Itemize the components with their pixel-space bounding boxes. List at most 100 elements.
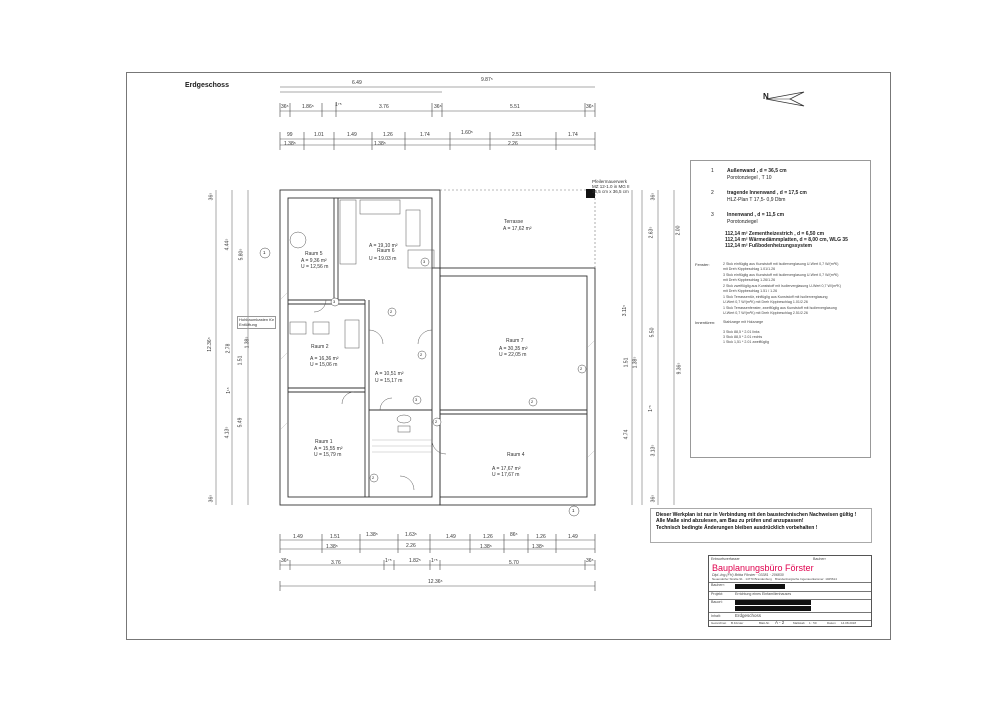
- dim-top-row3: 1.60⁵: [461, 130, 473, 136]
- wall-type-2: 2: [420, 352, 423, 357]
- notice-line-1: Dieser Werkplan ist nur in Verbindung mi…: [656, 512, 857, 518]
- stamp-projekt-label: Projekt:: [711, 592, 724, 596]
- legend-innen-label: Innentüren:: [695, 320, 716, 325]
- legend-innen-line: 3 Stck 88,5 * 2.01 links: [723, 330, 760, 334]
- stamp-gez-label: Gezeichnet: [711, 621, 727, 625]
- redaction-bar: [735, 584, 785, 589]
- room-6-area: A = 19,10 m²: [369, 243, 398, 249]
- dim-bottom-row1: 1.49: [293, 534, 303, 540]
- dim-top-row2: 36⁵: [434, 104, 442, 110]
- room-1-area: A = 15,55 m²: [314, 446, 343, 452]
- dim-bottom-row2: 5.70: [509, 560, 519, 566]
- north-arrow-icon: [765, 91, 805, 107]
- stamp-blatt-label: Blatt-Nr.: [759, 621, 770, 625]
- stamp-datum-label: Datum: [827, 621, 836, 625]
- hwr-note: Hohlraumkasten für Entlüftung: [237, 316, 276, 330]
- dim-bottom-row1: 86⁵: [510, 532, 518, 538]
- dim-bottom-row2: 3.76: [331, 560, 341, 566]
- dim-top-row2: 5.51: [510, 104, 520, 110]
- dim-top-row4: 1.38⁵: [374, 141, 386, 147]
- legend-fenster-line: mit Dreh Kippbeschlag 1.51 / 1.26: [723, 289, 778, 293]
- stamp-projekt: Errichtung eines Einfamilienhauses: [735, 592, 792, 596]
- legend-floor-3: 112,14 m² Fußbodenheizungssystem: [725, 243, 812, 249]
- room-2-area: A = 16,36 m²: [310, 356, 339, 362]
- room-4-area: A = 17,67 m²: [492, 466, 521, 472]
- dim-bottom-row1: 1.49: [446, 534, 456, 540]
- dim-bottom-row1: 1.51: [330, 534, 340, 540]
- wall-type-1: 1: [263, 250, 266, 255]
- dim-top-row3: 1.49: [347, 132, 357, 138]
- room-5-label: Raum 5: [305, 251, 323, 257]
- room-7-u: U = 22,05 m: [499, 352, 527, 358]
- legend-w3-num: 3: [711, 212, 714, 218]
- validity-notice: Dieser Werkplan ist nur in Verbindung mi…: [650, 508, 872, 543]
- dim-bottom-row1b: 1.38⁵: [480, 544, 492, 550]
- stamp-bauort-label: Bauort:: [711, 600, 723, 604]
- room-7-area: A = 30,35 m²: [499, 346, 528, 352]
- wall-type-2: 2: [580, 366, 583, 371]
- legend-fenster-line: U-Wert 0,7 W/(m²K) mit Dreh Kippbeschlag…: [723, 300, 808, 304]
- room-5-area: A = 9,36 m²: [301, 258, 327, 264]
- dim-bottom-row1b: 1.38⁵: [326, 544, 338, 550]
- legend-w2-title: tragende Innenwand , d = 17,5 cm: [727, 190, 807, 196]
- legend-fenster-line: 2 Stck einflüglig aus Kunststoff mit Iso…: [723, 262, 839, 266]
- room-4-label: Raum 4: [507, 452, 525, 458]
- room-2-label: Raum 2: [311, 344, 329, 350]
- dim-bottom-row2: 1⁷⁵: [431, 558, 438, 564]
- room-7-label: Raum 7: [506, 338, 524, 344]
- legend-fenster-line: mit Dreh Kippbeschlag 1.01/1.26: [723, 267, 776, 271]
- dim-bottom-row1: 1.38⁵: [366, 532, 378, 538]
- dim-bottom-total: 12.36⁵: [428, 579, 443, 585]
- dim-bottom-row1b: 1.38⁵: [532, 544, 544, 550]
- dim-top-row3: 99: [287, 132, 293, 138]
- stamp-gez: B.Förster: [731, 621, 744, 625]
- stamp-massstab-label: Maßstab: [793, 621, 805, 625]
- dim-bottom-row1: 1.49: [568, 534, 578, 540]
- legend-floor-1: 112,14 m² Zementheizestrich , d = 6,50 c…: [725, 231, 825, 237]
- notice-line-2: Alle Maße sind abzulesen, am Bau zu prüf…: [656, 518, 804, 525]
- stamp-massstab: 1 : 50: [809, 621, 817, 625]
- room-3-area: A = 10,51 m²: [375, 371, 404, 377]
- legend-box: 1 Außenwand , d = 36,5 cm Porotonziegel …: [690, 160, 871, 458]
- legend-w2-sub: HLZ-Plan T 17,5- 0,9 Dbm: [727, 197, 786, 203]
- terrace-area: A = 17,62 m²: [503, 226, 532, 232]
- stamp-address: Neuendorfer Straße 91 · 14770 Brandenbur…: [712, 577, 772, 581]
- legend-innen-line: 3 Stck 88,5 * 2.01 rechts: [723, 335, 763, 339]
- pillar-mark: [586, 189, 595, 198]
- dim-top-row3: 1.01: [314, 132, 324, 138]
- stamp-inhalt: Erdgeschoss: [735, 613, 762, 618]
- dim-top-row2: 36⁵: [586, 104, 594, 110]
- room-2-u: U = 15,06 m: [310, 362, 338, 368]
- stamp-client-header: Bauherr: [813, 557, 826, 561]
- legend-w1-title: Außenwand , d = 36,5 cm: [727, 168, 787, 174]
- dim-bottom-row1: 1.26: [536, 534, 546, 540]
- legend-fenster-line: 1 Stck Terrassentür, einflüglig aus Kuns…: [723, 295, 828, 299]
- legend-fenster-label: Fenster:: [695, 262, 710, 267]
- legend-fenster-line: mit Dreh Kippbeschlag 1.26/1.26: [723, 278, 776, 282]
- dim-bottom-row1b: 2.26: [406, 543, 416, 549]
- dim-bottom-row2: 36⁵: [281, 558, 289, 564]
- dim-top-row2: 3.76: [379, 104, 389, 110]
- dim-top-row4: 2.26: [508, 141, 518, 147]
- redaction-bar: [735, 600, 811, 605]
- room-3-u: U = 15,17 m: [375, 378, 403, 384]
- dim-top-row2: 1⁷⁵: [335, 102, 342, 108]
- room-6-label: Raum 6: [377, 248, 395, 254]
- legend-floor-2: 112,14 m² Wärmedämmplatten, d = 8,00 cm,…: [725, 237, 848, 243]
- dim-top-row2: 1.86⁵: [302, 104, 314, 110]
- north-label: N: [763, 92, 769, 101]
- dim-bottom-row1: 1.63⁵: [405, 532, 417, 538]
- title-block: Entwurfsverfasser Bauherr Bauplanungsbür…: [708, 555, 872, 627]
- legend-innen-line: 1 Stck 1,51 * 2.01 zweiflüglig: [723, 340, 769, 344]
- stamp-inhalt-label: Inhalt:: [711, 614, 721, 618]
- dim-bottom-row2: 1.82⁵: [409, 558, 421, 564]
- legend-fenster-line: 1 Stck Terrassenfenster, zweiflüglig aus…: [723, 306, 837, 310]
- wall-type-2: 2: [372, 475, 375, 480]
- room-4-u: U = 17,67 m: [492, 472, 520, 478]
- dim-top-row2: 36⁵: [281, 104, 289, 110]
- wall-type-2: 2: [435, 419, 438, 424]
- stamp-bauherr-label: Bauherr:: [711, 583, 725, 587]
- wall-type-1: 1: [572, 508, 575, 513]
- terrace-label: Terrasse: [504, 219, 524, 225]
